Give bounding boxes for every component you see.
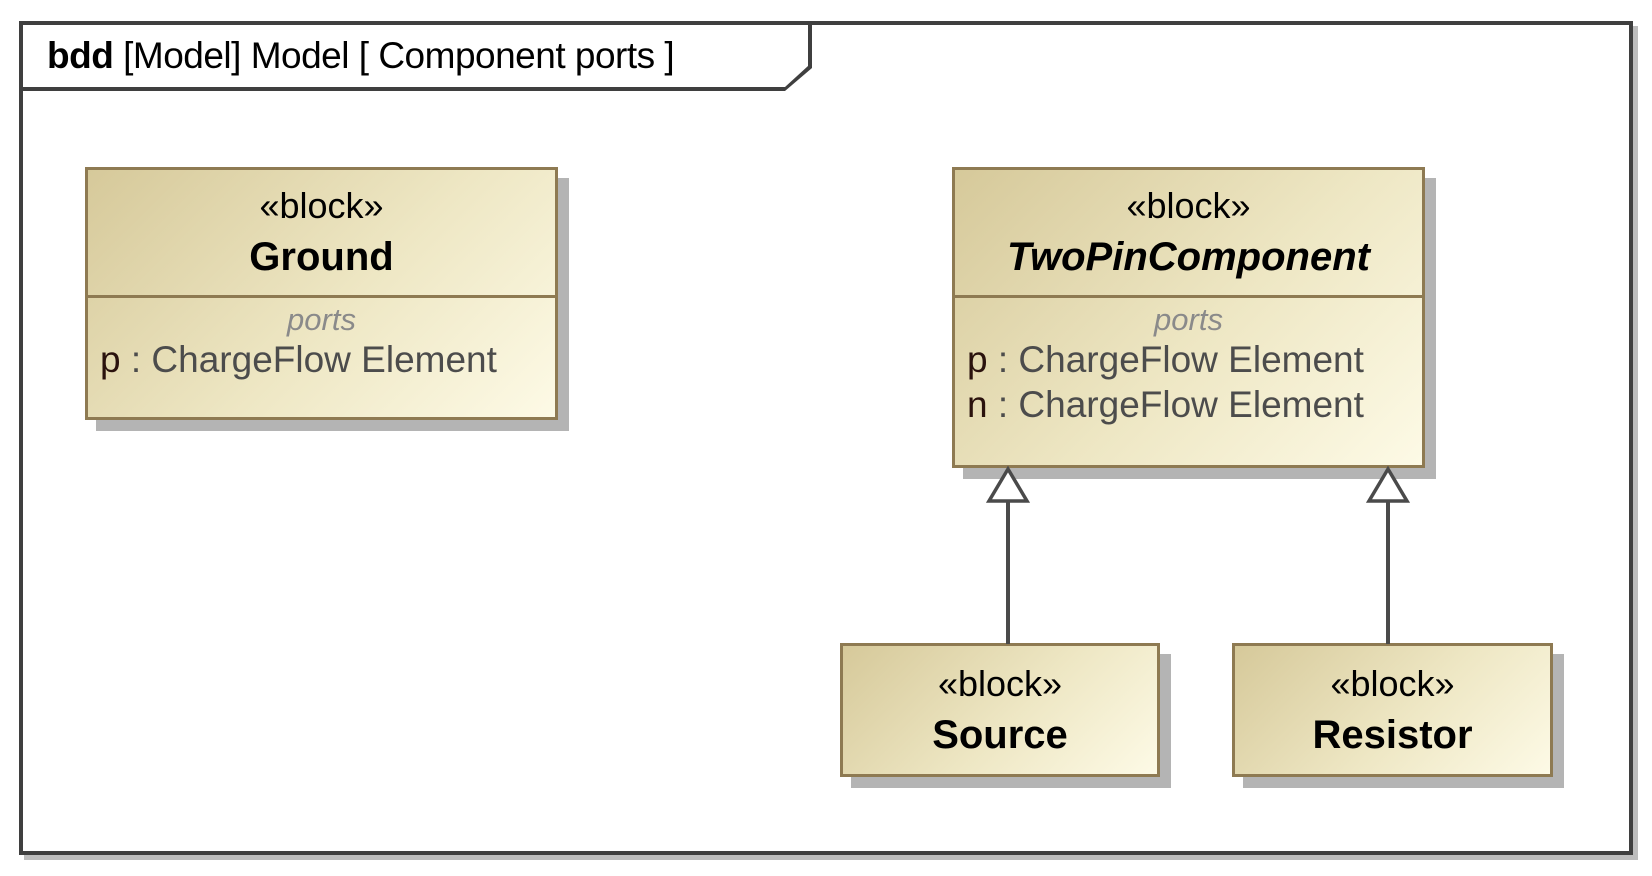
diagram-title: bdd [Model] Model [ Component ports ] (47, 35, 674, 77)
ports-compartment: ports p : ChargeFlow Element (88, 298, 555, 382)
stereotype-label: «block» (1126, 185, 1251, 226)
stereotype-label: «block» (937, 662, 1063, 704)
port-p[interactable]: p : ChargeFlow Element (967, 339, 1364, 380)
diagram-title-text: [Model] Model [ Component ports ] (113, 35, 675, 76)
ports-compartment: ports p : ChargeFlow Element n : ChargeF… (955, 298, 1422, 427)
ports-compartment-label: ports (1154, 302, 1223, 337)
port-n[interactable]: n : ChargeFlow Element (967, 384, 1364, 425)
block-ground[interactable]: «block» Ground ports p : ChargeFlow Elem… (85, 167, 558, 420)
block-name: Source (932, 712, 1068, 757)
block-two-pin-component[interactable]: «block» TwoPinComponent ports p : Charge… (952, 167, 1425, 468)
block-name: TwoPinComponent (1007, 235, 1370, 279)
stereotype-label: «block» (259, 185, 384, 226)
generalization-edge-source[interactable] (985, 465, 1031, 644)
generalization-triangle-icon (1365, 465, 1411, 503)
block-name: Resistor (1312, 712, 1473, 757)
block-resistor[interactable]: «block» Resistor (1232, 643, 1553, 777)
generalization-triangle-icon (985, 465, 1031, 503)
ports-compartment-label: ports (287, 302, 356, 337)
generalization-edge-resistor[interactable] (1365, 465, 1411, 644)
diagram-kind-keyword: bdd (47, 35, 114, 76)
port-p[interactable]: p : ChargeFlow Element (100, 339, 497, 380)
diagram-title-pentagon: bdd [Model] Model [ Component ports ] (19, 21, 812, 91)
block-source[interactable]: «block» Source (840, 643, 1160, 777)
block-name: Ground (249, 235, 394, 279)
stereotype-label: «block» (1330, 662, 1455, 704)
